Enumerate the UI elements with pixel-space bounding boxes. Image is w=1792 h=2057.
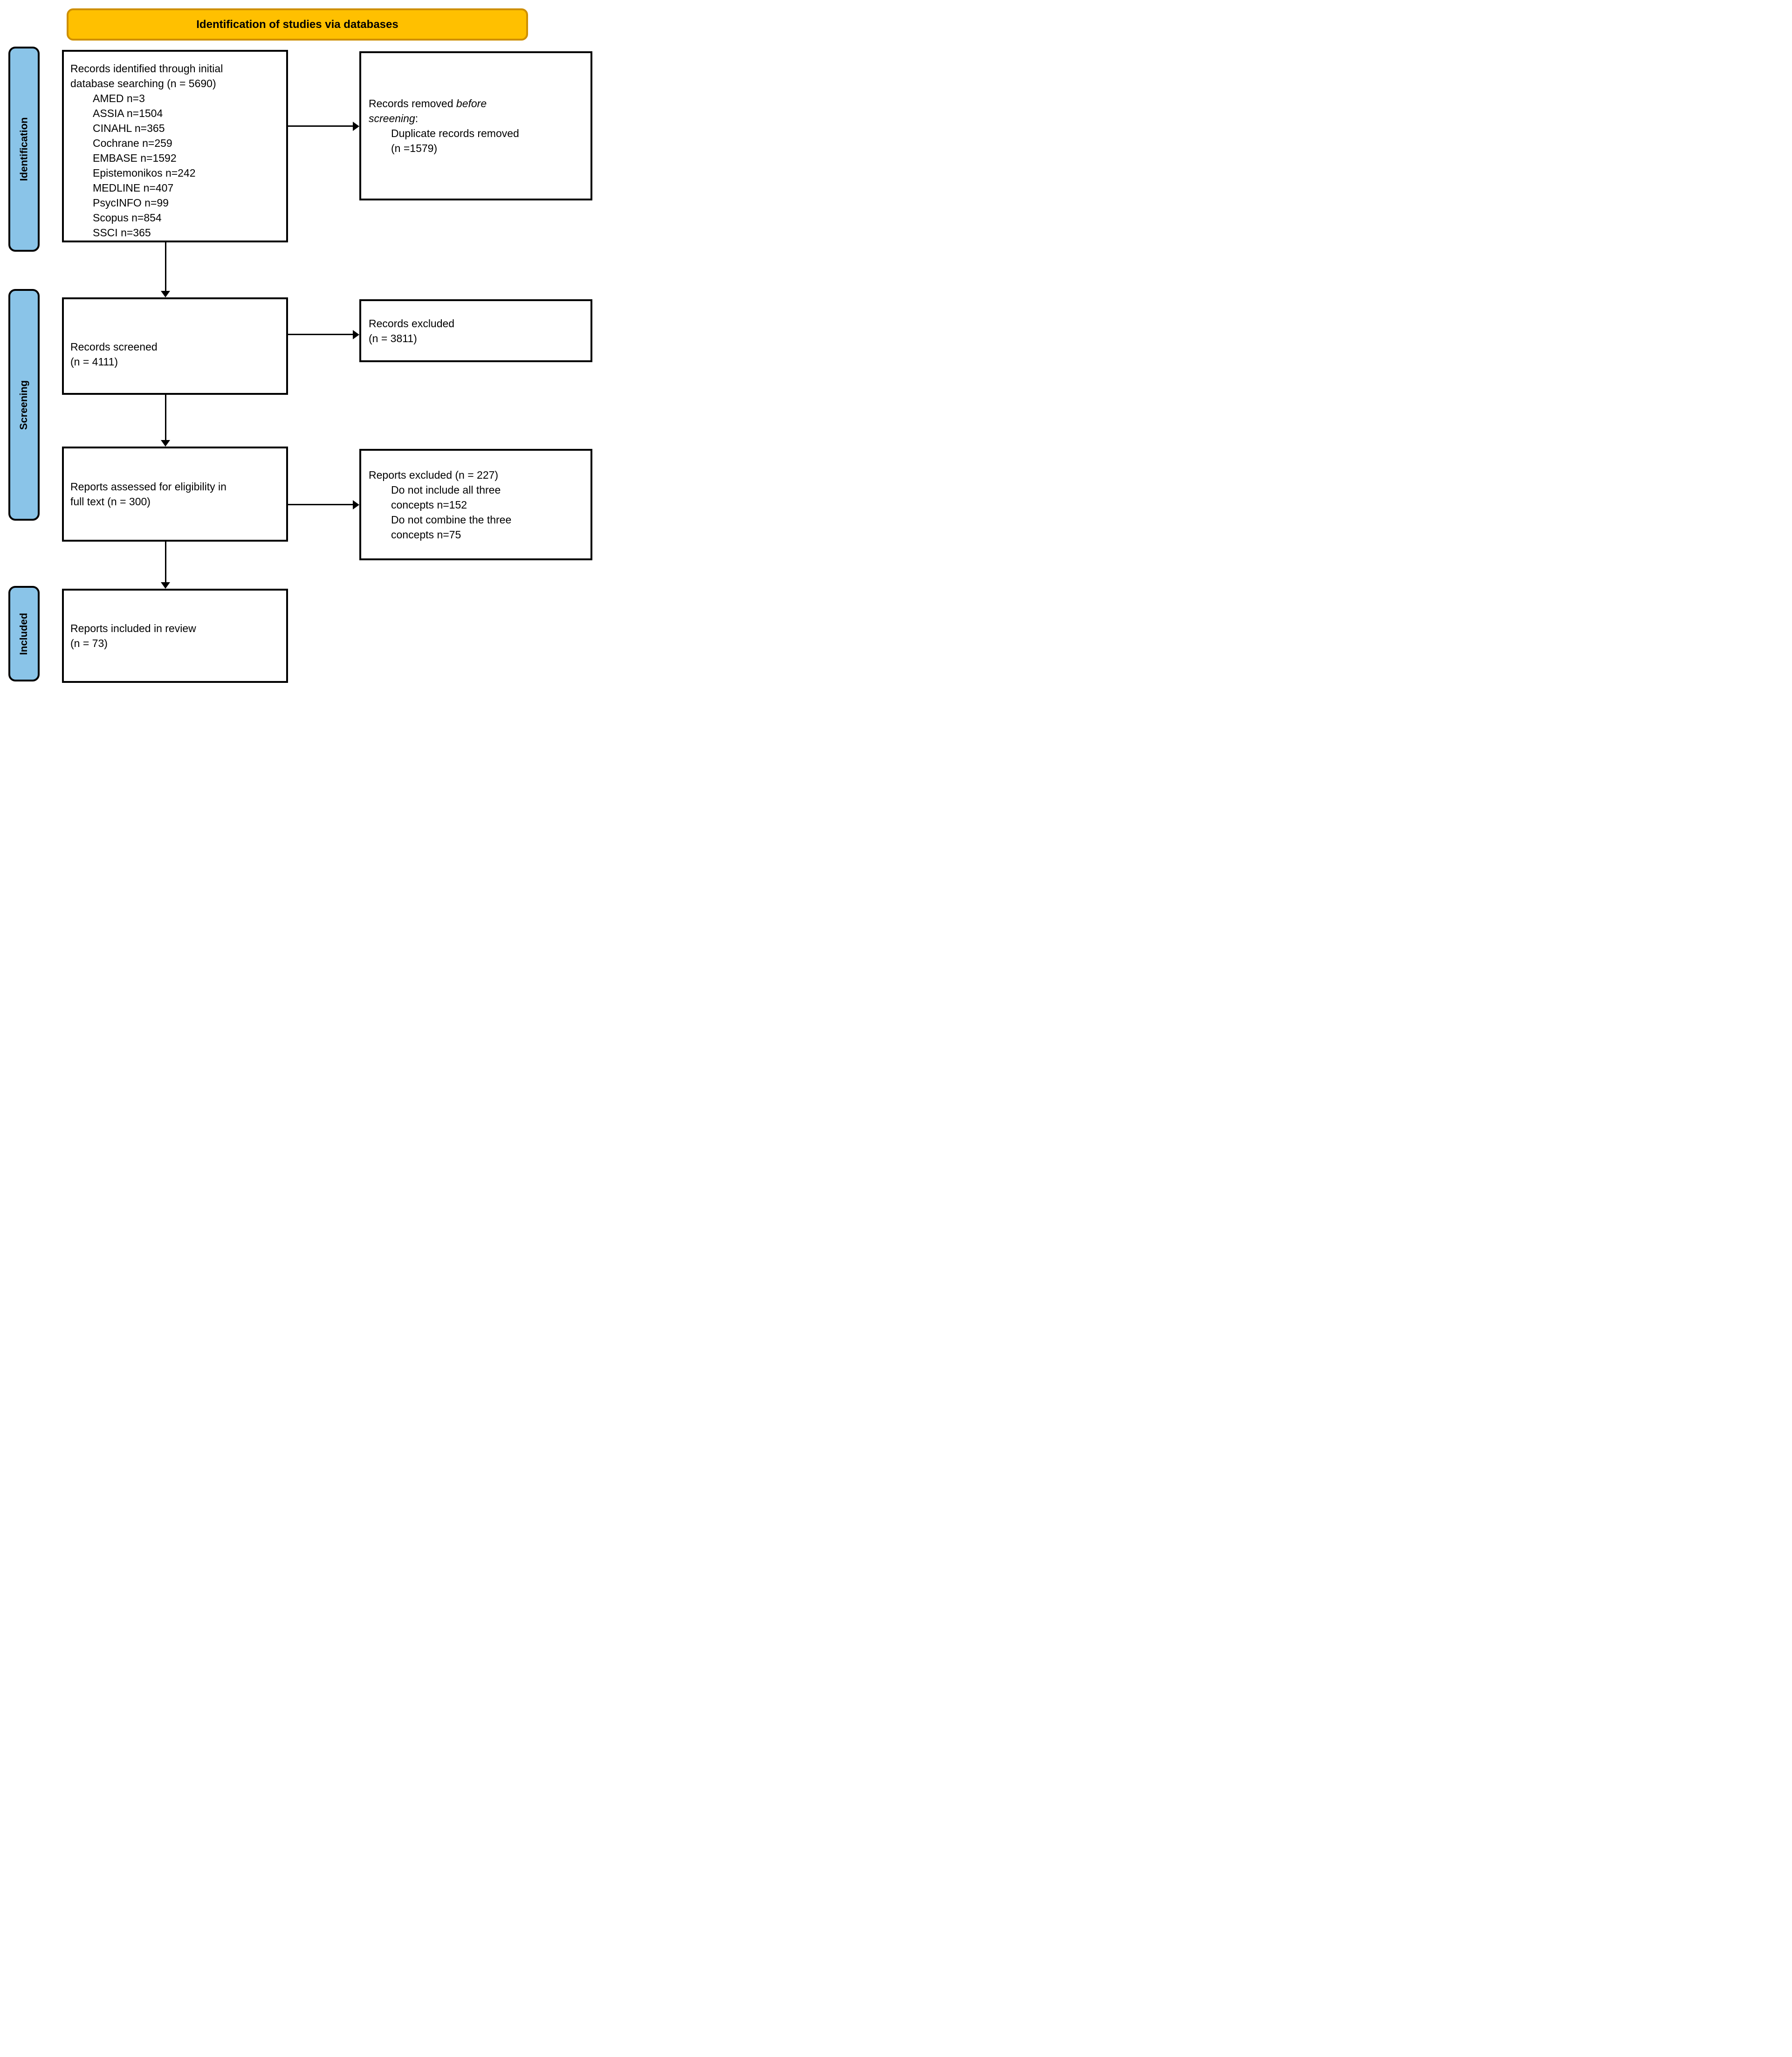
box-text-line: screening: — [369, 111, 587, 126]
stage-label-text: Included — [18, 612, 30, 655]
arrow-line — [288, 125, 353, 127]
database-count-item: CINAHL n=365 — [93, 122, 165, 134]
database-count-item: SSCI n=365 — [93, 227, 151, 239]
text-italic: screening — [369, 112, 415, 124]
header-title: Identification of studies via databases — [196, 18, 398, 31]
header-banner: Identification of studies via databases — [67, 8, 528, 41]
arrow-line — [288, 334, 353, 335]
prisma-flow-diagram: Identification of studies via databases … — [0, 0, 597, 686]
text-normal: : — [415, 112, 419, 124]
box-reports-excluded: Reports excluded (n = 227) Do not includ… — [359, 449, 592, 560]
box-text-line: Reports assessed for eligibility in — [70, 481, 227, 493]
exclusion-detail-line: (n =1579) — [391, 142, 438, 154]
arrow-line — [165, 395, 166, 440]
box-text-line: (n = 73) — [70, 637, 108, 649]
box-text-line: Records excluded — [369, 317, 455, 330]
box-title-line: database searching (n = 5690) — [70, 77, 216, 89]
exclusion-reason-line: Do not combine the three — [391, 513, 512, 526]
arrow-head-icon — [353, 330, 359, 339]
box-text-line: (n = 4111) — [70, 355, 118, 368]
database-count-item: PsycINFO n=99 — [93, 197, 169, 209]
box-text-line: Reports included in review — [70, 622, 196, 634]
arrow-line — [165, 542, 166, 583]
box-text-line: Records removed before — [369, 96, 587, 111]
text-italic: before — [456, 97, 487, 110]
stage-label-included: Included — [8, 586, 40, 681]
stage-label-identification: Identification — [8, 47, 40, 252]
box-reports-included: Reports included in review (n = 73) — [62, 589, 288, 683]
arrow-head-icon — [353, 500, 359, 509]
arrow-head-icon — [353, 122, 359, 131]
stage-label-text: Identification — [18, 117, 30, 181]
exclusion-reason-line: concepts n=75 — [391, 528, 461, 541]
database-count-item: Scopus n=854 — [93, 212, 162, 224]
box-records-identified: Records identified through initial datab… — [62, 50, 288, 242]
box-title-line: Records identified through initial — [70, 62, 223, 75]
database-count-item: ASSIA n=1504 — [93, 107, 163, 119]
stage-label-text: Screening — [18, 380, 30, 430]
arrow-head-icon — [161, 291, 170, 297]
box-title-line: Reports excluded (n = 227) — [369, 468, 499, 481]
box-records-removed-before-screening: Records removed before screening: Duplic… — [359, 51, 592, 200]
exclusion-detail-line: Duplicate records removed — [391, 127, 519, 139]
database-count-item: MEDLINE n=407 — [93, 182, 174, 194]
box-text-line: (n = 3811) — [369, 332, 417, 344]
box-records-excluded: Records excluded (n = 3811) — [359, 299, 592, 362]
box-records-screened: Records screened (n = 4111) — [62, 297, 288, 395]
exclusion-reason-line: concepts n=152 — [391, 498, 467, 511]
box-text-line: Records screened — [70, 340, 158, 353]
stage-label-screening: Screening — [8, 289, 40, 521]
database-count-item: EMBASE n=1592 — [93, 152, 177, 164]
box-text-line: full text (n = 300) — [70, 495, 151, 508]
text-normal: Records removed — [369, 97, 456, 110]
arrow-line — [288, 504, 353, 505]
database-count-item: AMED n=3 — [93, 92, 145, 104]
arrow-head-icon — [161, 582, 170, 589]
exclusion-reason-line: Do not include all three — [391, 483, 501, 496]
box-reports-assessed: Reports assessed for eligibility in full… — [62, 447, 288, 542]
arrow-head-icon — [161, 440, 170, 447]
database-count-item: Epistemonikos n=242 — [93, 167, 196, 179]
arrow-line — [165, 242, 166, 292]
database-count-item: Cochrane n=259 — [93, 137, 172, 149]
